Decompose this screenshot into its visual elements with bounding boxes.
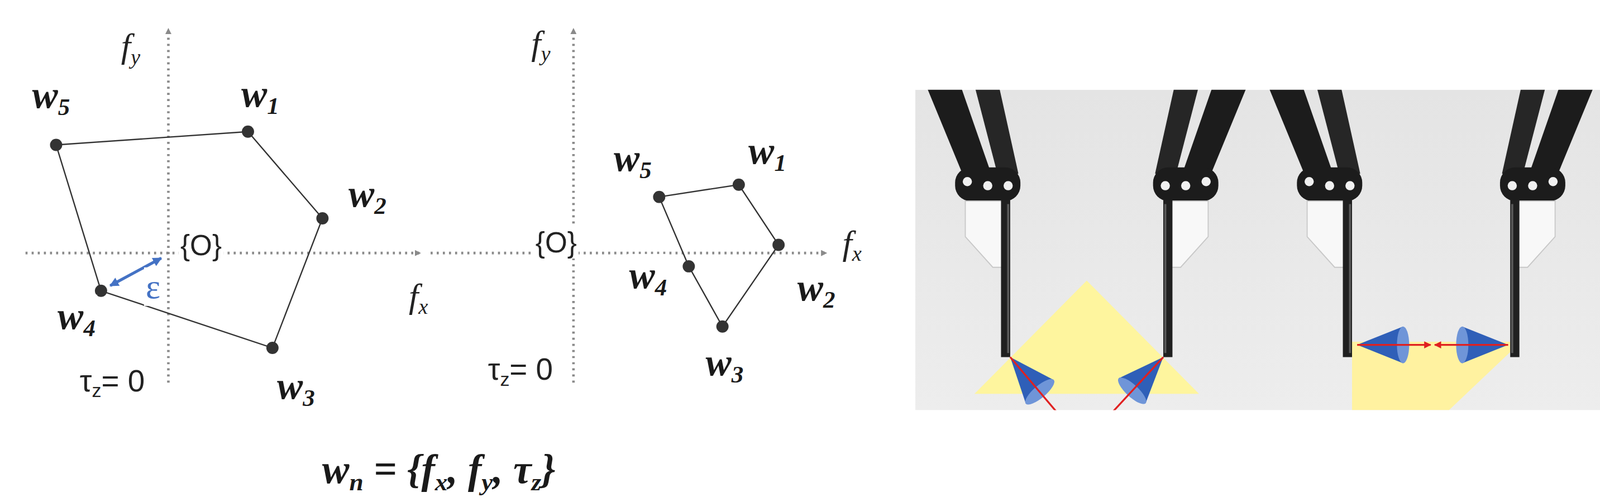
wrench-points <box>652 178 785 333</box>
label-run: = 0 <box>509 351 553 387</box>
gripper-jaw <box>1153 89 1250 358</box>
label-run: w <box>628 253 655 297</box>
subscript: 2 <box>823 286 836 313</box>
subscript: z <box>499 368 510 390</box>
label-run: w <box>322 446 350 492</box>
subscript: n <box>349 467 364 496</box>
torque-label: τz= 0 <box>78 363 147 398</box>
wrench-label: w1 <box>239 72 281 116</box>
wrench-label: w2 <box>346 172 389 216</box>
label-run: {O} <box>180 229 222 262</box>
wrench-label: w3 <box>703 340 745 384</box>
subscript: z <box>91 379 102 401</box>
force-arrow <box>1010 357 1067 411</box>
gripper-jaw <box>924 89 1021 358</box>
origin-label: {O} <box>178 230 224 262</box>
subscript: 3 <box>731 360 744 388</box>
axis-label: fx <box>407 276 430 315</box>
label-run: = {f <box>363 446 436 492</box>
label-run: f <box>408 276 419 315</box>
force-arrow <box>1101 357 1164 411</box>
subscript: 5 <box>639 156 652 184</box>
gripper-jaw <box>1500 89 1597 358</box>
wrench-label: w4 <box>627 254 669 297</box>
photo-background <box>915 89 1600 411</box>
label-run: {O} <box>535 226 577 259</box>
subscript: 5 <box>58 93 71 121</box>
wrench-label: w4 <box>55 294 98 338</box>
wrench-hull <box>658 184 779 327</box>
label-run: w <box>241 72 267 116</box>
label-run: , τ <box>492 446 532 492</box>
label-run: w <box>31 73 58 117</box>
subscript: 4 <box>83 314 96 342</box>
subscript: z <box>531 467 542 496</box>
label-run: w <box>613 136 640 180</box>
wrench-points <box>50 125 329 355</box>
wrench-label: w3 <box>275 364 317 408</box>
axis-label: fy <box>529 24 552 62</box>
subscript: y <box>540 41 551 66</box>
wrench-label: w2 <box>795 266 838 309</box>
wrench-plot <box>430 28 827 383</box>
label-run: τ <box>488 351 501 387</box>
label-run: , f <box>447 446 482 492</box>
label-run: = 0 <box>101 363 145 398</box>
origin-label: {O} <box>533 227 579 259</box>
axis-line <box>166 28 170 383</box>
label-run: w <box>57 294 84 338</box>
label-run: f <box>842 223 853 262</box>
gripper-photo <box>915 89 1600 411</box>
label-run: w <box>348 172 375 216</box>
gripper-jaw <box>1266 89 1363 358</box>
subscript: x <box>435 467 448 496</box>
torque-label: τz= 0 <box>486 352 555 386</box>
label-run: f <box>531 24 541 62</box>
wrench-plot <box>25 28 421 383</box>
subscript: y <box>130 45 141 69</box>
label-run: w <box>705 340 732 384</box>
axis-label: fx <box>841 223 864 262</box>
label-run: w <box>797 265 824 309</box>
subscript: 3 <box>302 384 315 411</box>
subscript: y <box>481 467 493 496</box>
wrench-label: w1 <box>746 129 788 173</box>
label-run: f <box>121 26 131 65</box>
subscript: 4 <box>655 274 668 301</box>
axis-line <box>572 28 576 383</box>
label-run: τ <box>79 363 93 398</box>
force-arrow <box>1434 344 1509 346</box>
wrench-formula: wn = {fx, fy, τz} <box>320 446 558 492</box>
subscript: 2 <box>374 192 387 219</box>
wrench-label: w5 <box>30 73 72 117</box>
label-run: ε <box>145 267 161 306</box>
axis-label: fy <box>119 26 142 65</box>
subscript: 1 <box>774 149 787 176</box>
label-run: w <box>748 129 775 173</box>
epsilon-label: ε <box>144 267 162 306</box>
subscript: x <box>418 294 428 319</box>
wrench-hull <box>55 131 323 348</box>
wrench-label: w5 <box>612 136 654 180</box>
label-run: w <box>276 364 303 408</box>
subscript: x <box>852 241 862 266</box>
force-arrow <box>1357 344 1431 346</box>
subscript: 1 <box>266 92 280 119</box>
label-run: } <box>541 446 556 492</box>
